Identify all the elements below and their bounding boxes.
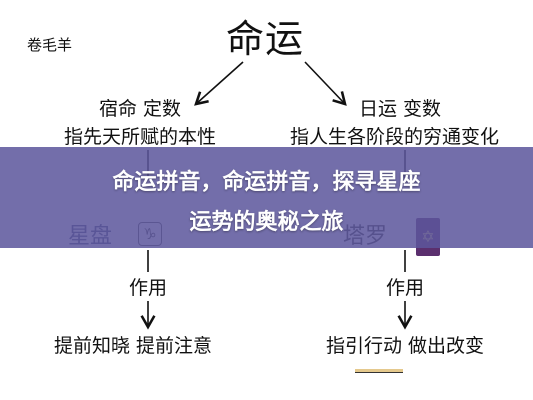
right-action: 作用: [385, 277, 424, 299]
arrow-title-to-right: [304, 61, 347, 106]
left-description: 指先天所赋的本性: [63, 126, 216, 148]
right-description: 指人生各阶段的穷通变化: [289, 126, 499, 148]
title-banner: 命运拼音，命运拼音，探寻星座 运势的奥秘之旅: [0, 147, 533, 248]
banner-line-2: 运势的奥秘之旅: [189, 210, 344, 235]
left-action: 作用: [128, 277, 167, 299]
left-heading: 宿命 定数: [98, 98, 182, 120]
right-heading: 日运 变数: [358, 98, 442, 120]
banner-line-1: 命运拼音，命运拼音，探寻星座: [112, 170, 421, 195]
author-label: 卷毛羊: [27, 36, 73, 54]
right-result: 指引行动 做出改变: [325, 335, 485, 357]
left-result: 提前知晓 提前注意: [53, 335, 213, 357]
arrow-title-to-left: [194, 61, 244, 106]
decorative-underline: [355, 369, 403, 373]
diagram-title: 命运: [226, 17, 305, 61]
